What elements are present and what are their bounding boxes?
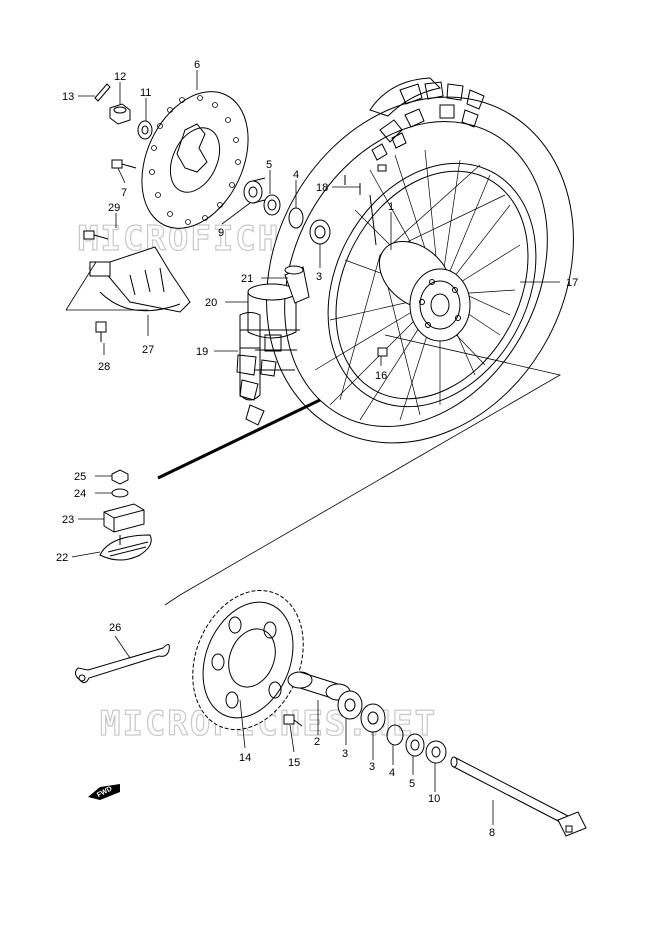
bolt-7 xyxy=(111,159,137,169)
callout-19: 19 xyxy=(196,346,208,358)
bearing-3-lower-b xyxy=(360,703,386,733)
seal-5-lower xyxy=(405,733,425,757)
brake-disc xyxy=(141,91,249,229)
spacer-10 xyxy=(425,740,447,764)
leader-lines xyxy=(65,70,560,825)
spoke-set-18 xyxy=(344,164,387,246)
washer-11 xyxy=(137,120,153,140)
nut-25 xyxy=(111,469,129,485)
callout-3-top: 3 xyxy=(316,271,322,283)
callout-3-lower-a: 3 xyxy=(342,748,348,760)
spacer-9 xyxy=(243,177,266,204)
bearing-3-top xyxy=(309,219,331,245)
callout-27: 27 xyxy=(142,344,154,356)
callout-numbers: 13 12 11 6 7 29 5 4 9 3 18 1 21 20 19 16… xyxy=(56,59,578,839)
callout-24: 24 xyxy=(74,488,86,500)
bolt-29 xyxy=(83,230,109,240)
callout-13: 13 xyxy=(62,91,74,103)
callout-18: 18 xyxy=(316,182,328,194)
callout-26: 26 xyxy=(109,622,121,634)
callout-11: 11 xyxy=(140,87,151,99)
circlip-4-lower xyxy=(386,724,404,746)
axle-8 xyxy=(450,756,587,837)
rim-band xyxy=(239,312,300,401)
callout-15: 15 xyxy=(288,757,300,769)
callout-5-lower: 5 xyxy=(409,778,415,790)
callout-28: 28 xyxy=(98,361,110,373)
valve-tube xyxy=(247,265,310,339)
washer-24 xyxy=(111,488,129,498)
callout-23: 23 xyxy=(62,514,74,526)
callout-7: 7 xyxy=(121,187,127,199)
chain-adjuster-22 xyxy=(99,534,152,561)
bearing-3-lower-a xyxy=(337,690,363,720)
callout-1: 1 xyxy=(388,201,394,213)
bearing-5 xyxy=(263,194,281,216)
bolt-28 xyxy=(95,321,107,342)
wrench-26 xyxy=(74,644,170,684)
callout-25: 25 xyxy=(74,471,86,483)
callout-10: 10 xyxy=(428,793,440,805)
callout-9: 9 xyxy=(218,227,224,239)
fwd-arrow-icon: FWD xyxy=(88,784,120,800)
callout-3-lower-b: 3 xyxy=(369,761,375,773)
callout-20: 20 xyxy=(205,297,217,309)
callout-14: 14 xyxy=(239,752,251,764)
callout-29: 29 xyxy=(108,202,120,214)
callout-17: 17 xyxy=(566,277,578,289)
callout-4-top: 4 xyxy=(293,169,299,181)
callout-12: 12 xyxy=(114,71,126,83)
callout-2: 2 xyxy=(314,736,320,748)
block-23 xyxy=(103,503,145,533)
callout-8: 8 xyxy=(489,827,495,839)
sprocket-bolt-15 xyxy=(283,714,303,727)
callout-16: 16 xyxy=(375,370,387,382)
cotter-pin xyxy=(94,83,111,102)
callout-5-top: 5 xyxy=(266,159,272,171)
callout-22: 22 xyxy=(56,552,68,564)
callout-21: 21 xyxy=(241,273,253,285)
callout-6: 6 xyxy=(194,59,200,71)
castle-nut xyxy=(109,103,131,125)
callout-4-lower: 4 xyxy=(389,767,395,779)
rim-and-spokes xyxy=(314,149,537,421)
bolt-16 xyxy=(377,347,388,357)
